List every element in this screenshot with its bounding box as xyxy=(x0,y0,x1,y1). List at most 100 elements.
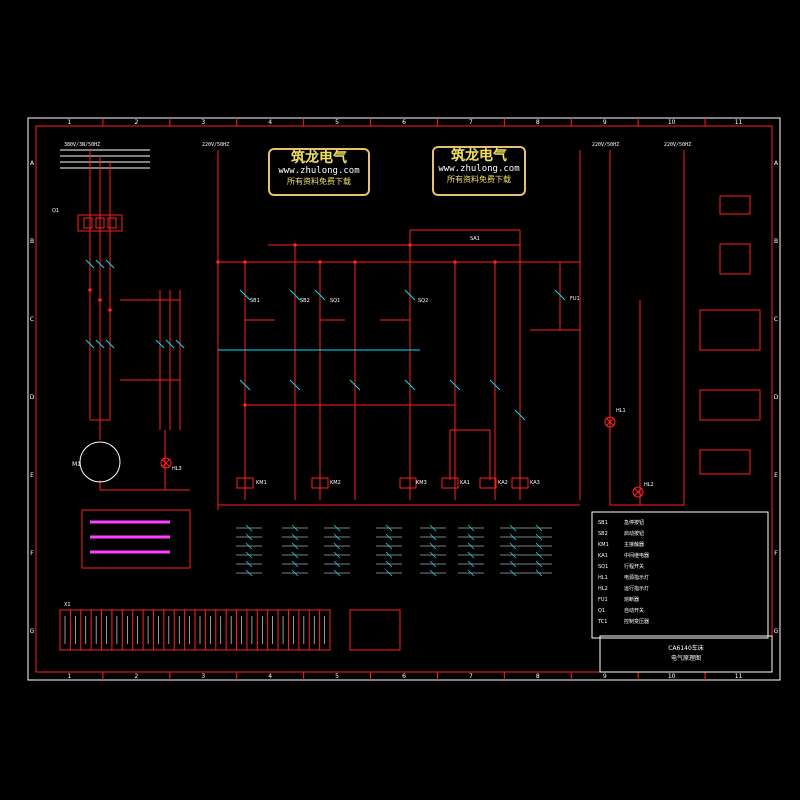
stamp-url: www.zhulong.com xyxy=(438,164,520,174)
legend-code: SB2 xyxy=(598,531,608,537)
component-tag: KM3 xyxy=(416,480,427,486)
coil-row xyxy=(236,477,529,489)
pink-busbars xyxy=(81,509,191,569)
title-line-1: CA6140车床 xyxy=(668,644,704,652)
legend-desc: 运行指示灯 xyxy=(624,585,649,592)
column-number-top: 2 xyxy=(134,119,138,126)
column-number-bottom: 5 xyxy=(335,673,339,680)
component-tag: KA2 xyxy=(498,480,508,486)
title-block-frame xyxy=(599,635,773,673)
row-letter-right: E xyxy=(774,472,778,479)
component-tag: KM1 xyxy=(256,480,267,486)
terminal-tag: X1 xyxy=(64,602,71,608)
column-number-bottom: 9 xyxy=(603,673,607,680)
column-number-top: 7 xyxy=(469,119,473,126)
control-bus-label-1: 220V/50HZ xyxy=(202,142,229,148)
legend-code: FU1 xyxy=(598,597,608,603)
component-tag: SA1 xyxy=(470,236,480,242)
component-tag: SB1 xyxy=(250,298,260,304)
component-tag: FU1 xyxy=(570,296,580,302)
column-number-top: 9 xyxy=(603,119,607,126)
legend-code: Q1 xyxy=(598,608,605,614)
legend-code: HL2 xyxy=(598,586,608,592)
control-bus-label-3: 220V/50HZ xyxy=(664,142,691,148)
column-ticks xyxy=(102,118,706,680)
legend-desc: 熔断器 xyxy=(624,596,639,603)
row-letter-left: A xyxy=(30,160,35,167)
lamp-hl1-icon xyxy=(604,416,616,428)
column-number-top: 8 xyxy=(536,119,540,126)
watermark-stamp-1: 筑龙电气 www.zhulong.com 所有资料免费下载 xyxy=(268,148,370,196)
column-number-top: 10 xyxy=(668,119,676,126)
row-letter-left: F xyxy=(30,550,34,557)
column-number-top: 11 xyxy=(735,119,743,126)
outer-border xyxy=(27,117,781,681)
legend-code: HL1 xyxy=(598,575,608,581)
legend-desc: 急停按钮 xyxy=(624,519,644,526)
row-letter-left: C xyxy=(30,316,34,323)
row-letter-right: B xyxy=(774,238,778,245)
breaker-q1 xyxy=(77,214,123,232)
column-number-bottom: 4 xyxy=(268,673,272,680)
legend-desc: 启动按钮 xyxy=(624,530,644,537)
row-letter-left: E xyxy=(30,472,34,479)
legend-code: TC1 xyxy=(597,619,607,625)
watermark-stamp-2: 筑龙电气 www.zhulong.com 所有资料免费下载 xyxy=(432,146,526,196)
row-letter-right: F xyxy=(774,550,778,557)
legend-desc: 主接触器 xyxy=(624,541,644,548)
breaker-label: Q1 xyxy=(52,208,59,214)
motor-symbol xyxy=(79,441,121,483)
legend-code: SQ1 xyxy=(598,564,608,570)
column-number-bottom: 2 xyxy=(134,673,138,680)
row-letter-right: A xyxy=(774,160,779,167)
legend-code: KA1 xyxy=(598,553,608,559)
inner-border xyxy=(35,125,773,673)
column-number-bottom: 1 xyxy=(68,673,72,680)
control-bus-label-2: 220V/50HZ xyxy=(592,142,619,148)
column-number-top: 4 xyxy=(268,119,272,126)
column-number-top: 5 xyxy=(335,119,339,126)
lamp-tag: HL3 xyxy=(172,466,182,472)
terminal-strip xyxy=(59,609,401,651)
stamp-brand: 筑龙电气 xyxy=(291,150,347,166)
lamp-hl2-icon xyxy=(632,486,644,498)
component-tag: KA3 xyxy=(530,480,540,486)
title-line-2: 电气原理图 xyxy=(671,654,701,662)
row-letter-right: G xyxy=(774,628,779,635)
stamp-note: 所有资料免费下载 xyxy=(287,177,351,186)
legend-desc: 中间继电器 xyxy=(624,552,649,559)
legend-desc: 自动开关 xyxy=(624,607,644,614)
row-letter-left: D xyxy=(30,394,35,401)
legend-box xyxy=(591,511,769,639)
lamp-tag: HL1 xyxy=(616,408,626,414)
junctions xyxy=(88,243,497,407)
column-number-bottom: 11 xyxy=(735,673,743,680)
contact-tables xyxy=(236,524,552,577)
row-letter-right: C xyxy=(774,316,778,323)
component-tag: SB2 xyxy=(300,298,310,304)
component-tag: SQ1 xyxy=(330,298,340,304)
column-number-bottom: 6 xyxy=(402,673,406,680)
lamp-tag: HL2 xyxy=(644,482,654,488)
power-circuit xyxy=(89,150,190,491)
lamp-icon xyxy=(160,457,172,469)
lamp-circuit xyxy=(609,150,685,506)
main-supply-label: 380V/3N/50HZ xyxy=(64,142,100,148)
legend-desc: 控制变压器 xyxy=(624,618,649,625)
stamp-note: 所有资料免费下载 xyxy=(447,175,511,184)
component-tag: KA1 xyxy=(460,480,470,486)
supply-lines xyxy=(60,149,150,169)
legend-code: SB1 xyxy=(598,520,608,526)
power-contacts xyxy=(85,259,185,349)
column-number-bottom: 7 xyxy=(469,673,473,680)
column-number-top: 3 xyxy=(201,119,205,126)
column-number-top: 1 xyxy=(68,119,72,126)
stamp-url: www.zhulong.com xyxy=(278,166,360,176)
